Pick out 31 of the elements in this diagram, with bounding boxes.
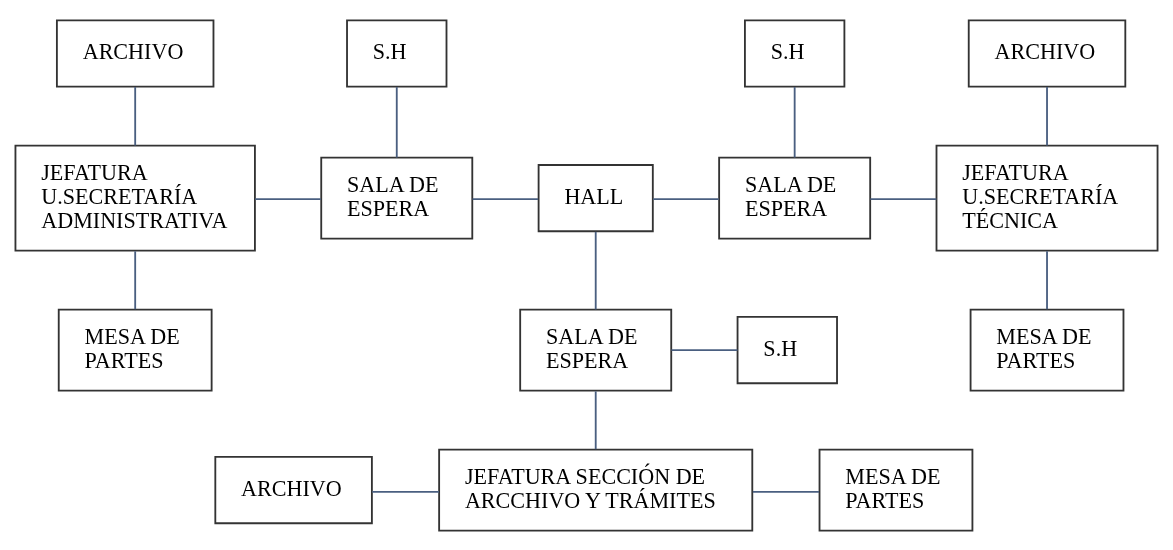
node-box: S.H (346, 18, 448, 88)
connector (371, 490, 440, 493)
connector (594, 389, 597, 450)
connector (1046, 85, 1048, 146)
connector (471, 197, 539, 200)
connector (254, 197, 322, 200)
node-box: MESA DE PARTES (57, 308, 213, 392)
connector (670, 348, 739, 351)
connector (395, 85, 398, 158)
node-box: SALA DE ESPERA (519, 308, 673, 392)
node-box: MESA DE PARTES (969, 308, 1125, 392)
node-box: ARCHIVO (214, 455, 373, 524)
connector (793, 85, 796, 158)
node-box: MESA DE PARTES (818, 448, 974, 532)
connector (652, 197, 720, 200)
connector (594, 230, 597, 310)
node-box: S.H (744, 18, 846, 88)
node-box: HALL (537, 163, 654, 232)
connector (751, 490, 820, 493)
connector (1046, 249, 1048, 310)
connector (134, 249, 137, 310)
node-box: SALA DE ESPERA (718, 156, 872, 240)
node-box: JEFATURA U.SECRETARÍA ADMINISTRATIVA (14, 144, 256, 252)
node-box: ARCHIVO (55, 18, 215, 88)
node-box: SALA DE ESPERA (320, 156, 474, 240)
connector (134, 85, 137, 146)
node-box: ARCHIVO (967, 18, 1127, 88)
node-box: JEFATURA SECCIÓN DE ARCCHIVO Y TRÁMITES (438, 448, 754, 532)
connector (869, 197, 938, 200)
node-box: S.H (736, 315, 838, 384)
node-box: JEFATURA U.SECRETARÍA TÉCNICA (935, 144, 1159, 252)
